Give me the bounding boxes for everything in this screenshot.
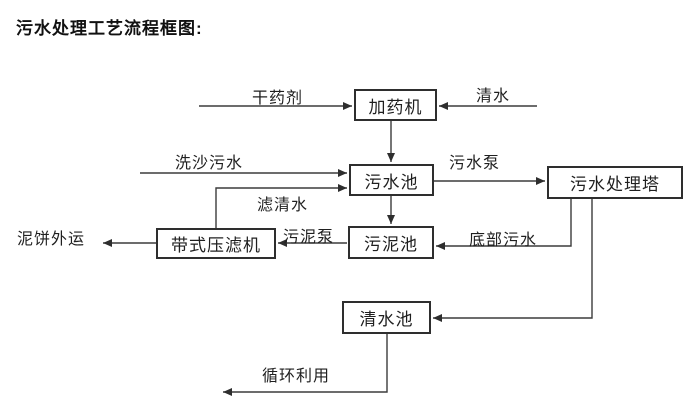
edge-label-dry-agent: 干药剂	[252, 90, 304, 107]
edge-label-filtered-water: 滤清水	[257, 197, 309, 214]
node-treatment-tower: 污水处理塔	[547, 166, 683, 199]
edge-belt-press-to-sewage-pool	[215, 184, 347, 228]
node-clear-water-pool: 清水池	[342, 301, 431, 334]
node-belt-filter-press: 带式压滤机	[156, 228, 276, 259]
edge-tower-to-sludge	[436, 198, 572, 250]
edge-label-recycle-use: 循环利用	[262, 368, 331, 385]
page-title: 污水处理工艺流程框图:	[16, 19, 203, 38]
edge-label-sand-wash-sewage: 洗沙污水	[175, 155, 244, 172]
node-sludge-pool: 污泥池	[348, 226, 434, 259]
edge-label-bottom-sewage: 底部污水	[469, 232, 538, 249]
edge-tower-to-clear-pool	[433, 198, 593, 322]
edge-clear-pool-to-recycle	[223, 333, 388, 396]
edge-label-clear-water: 清水	[476, 88, 511, 105]
edge-label-mud-cake-out: 泥饼外运	[17, 231, 86, 248]
node-sewage-pool: 污水池	[349, 164, 434, 196]
node-dosing-machine: 加药机	[354, 89, 437, 121]
edge-label-sludge-pump: 污泥泵	[283, 229, 335, 246]
edge-label-sewage-pump: 污水泵	[449, 155, 501, 172]
